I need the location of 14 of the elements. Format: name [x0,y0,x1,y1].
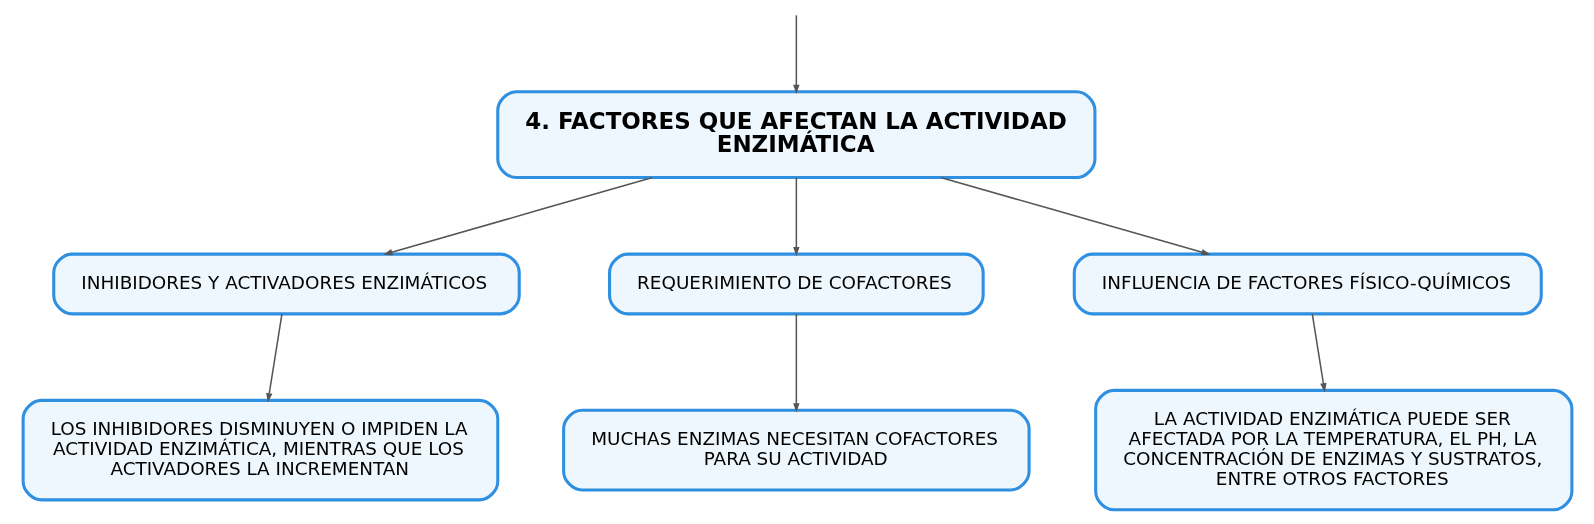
arrow [792,14,800,94]
node-box: INHIBIDORES Y ACTIVADORES ENZIMÁTICOS [51,252,521,316]
node-box: INFLUENCIA DE FACTORES FÍSICO-QUÍMICOS [1072,252,1543,316]
arrow [382,176,652,256]
node-box: MUCHAS ENZIMAS NECESITAN COFACTORES PARA SU ACTIVIDAD [561,408,1031,492]
arrow [792,176,800,257]
arrow [940,176,1211,256]
node-box: LA ACTIVIDAD ENZIMÁTICA PUEDE SER AFECTADA POR LA TEMPERATURA, EL PH, LA CONCENTRACIÓN DE ENZIMAS Y SUSTRATOS, ENTRE OTROS FACTORES [1093,388,1573,512]
node-box: LOS INHIBIDORES DISMINUYEN O IMPIDEN LA ACTIVIDAD ENZIMÁTICA, MIENTRAS QUE LOS ACTIVADORES LA INCREMENTAN [21,398,499,502]
node-box: REQUERIMIENTO DE COFACTORES [607,252,985,316]
arrow [265,313,283,403]
arrow [792,313,800,413]
node-box: 4. FACTORES QUE AFECTAN LA ACTIVIDAD ENZIMÁTICA [495,90,1096,180]
arrow [1311,313,1327,393]
